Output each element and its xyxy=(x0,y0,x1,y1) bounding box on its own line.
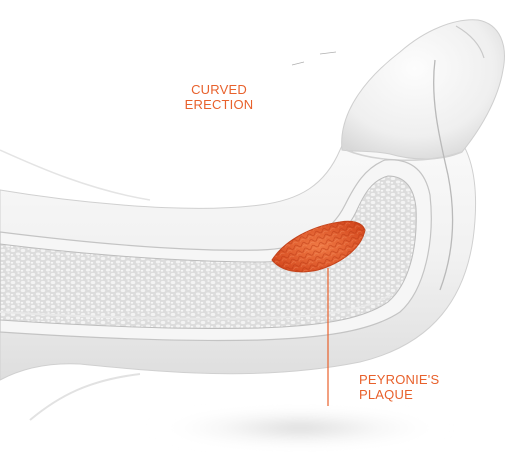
ground-shadow xyxy=(150,408,450,448)
lower-base-contour xyxy=(30,374,140,420)
curved-erection-label-line1: CURVED xyxy=(174,82,264,97)
curved-erection-label: CURVED ERECTION xyxy=(174,82,264,112)
peyronies-plaque-label: PEYRONIE'S PLAQUE xyxy=(359,372,439,402)
glans-head xyxy=(342,20,505,159)
peyronies-plaque-label-line1: PEYRONIE'S xyxy=(359,372,439,387)
curved-erection-label-line2: ERECTION xyxy=(174,97,264,112)
peyronies-plaque-label-line2: PLAQUE xyxy=(359,387,439,402)
sketch-mark xyxy=(292,52,336,65)
base-contour xyxy=(0,150,150,200)
